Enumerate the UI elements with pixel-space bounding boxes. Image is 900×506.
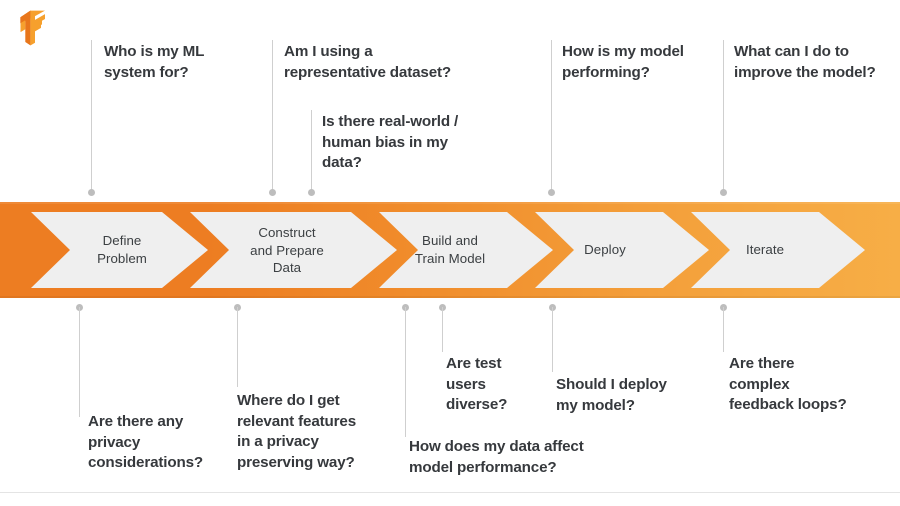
- connector-line-top-3: [311, 110, 312, 192]
- connector-line-bottom-6: [723, 307, 724, 352]
- question-above-what-can-i-do-to-improve-the-model: What can I do to improve the model?: [734, 43, 876, 81]
- connector-dot-top-1: [88, 189, 95, 196]
- chevron-deploy: [535, 212, 709, 288]
- question-above-who-is-my-ml-system-for: Who is my ML system for?: [104, 43, 205, 81]
- footer-divider: [0, 492, 900, 493]
- chevron-define-problem: [31, 212, 208, 288]
- connector-dot-top-5: [720, 189, 727, 196]
- question-above-how-is-my-model-performing: How is my model performing?: [562, 43, 684, 81]
- connector-dot-top-2: [269, 189, 276, 196]
- question-below-are-there-any-privacy-considerations: Are there any privacy considerations?: [88, 413, 204, 471]
- connector-line-top-2: [272, 40, 273, 192]
- band-highlight-top: [0, 202, 900, 204]
- chevron-label-build-train-model: Build and Train Model: [414, 233, 486, 266]
- question-below-where-do-i-get-relevant-features: Where do I get relevant features in a pr…: [237, 392, 357, 471]
- chevron-layer: [31, 212, 865, 288]
- band-shadow-bottom: [0, 296, 900, 298]
- chevron-label-define-problem: Define Problem: [97, 233, 147, 266]
- ml-lifecycle-band: Define Problem Construct and Prepare Dat…: [0, 202, 900, 298]
- connector-line-bottom-4: [442, 307, 443, 352]
- connector-line-top-1: [91, 40, 92, 192]
- connector-line-bottom-1: [79, 307, 80, 417]
- chevron-construct-prepare-data: [190, 212, 397, 288]
- chevron-label-deploy: Deploy: [584, 242, 626, 257]
- question-below-are-there-complex-feedback-loops: Are there complex feedback loops?: [729, 355, 847, 413]
- question-above-am-i-using-a-representative-dataset: Am I using a representative dataset?: [284, 43, 452, 81]
- chevron-iterate: [691, 212, 865, 288]
- question-below-how-does-my-data-affect-model-performance: How does my data affect model performanc…: [409, 438, 584, 476]
- chevron-label-construct-prepare-data: Construct and Prepare Data: [250, 225, 324, 275]
- connector-dot-top-3: [308, 189, 315, 196]
- question-below-are-test-users-diverse: Are test users diverse?: [446, 355, 508, 413]
- chevron-build-train-model: [379, 212, 553, 288]
- tensorflow-logo: [14, 10, 48, 46]
- connector-line-top-4: [551, 40, 552, 192]
- connector-line-bottom-5: [552, 307, 553, 372]
- connector-line-bottom-3: [405, 307, 406, 437]
- question-above-is-there-real-world-human-bias: Is there real-world / human bias in my d…: [322, 113, 459, 171]
- connector-line-top-5: [723, 40, 724, 192]
- connector-line-bottom-2: [237, 307, 238, 387]
- question-below-should-i-deploy-my-model: Should I deploy my model?: [556, 376, 667, 414]
- chevron-label-iterate: Iterate: [745, 242, 785, 257]
- connector-dot-top-4: [548, 189, 555, 196]
